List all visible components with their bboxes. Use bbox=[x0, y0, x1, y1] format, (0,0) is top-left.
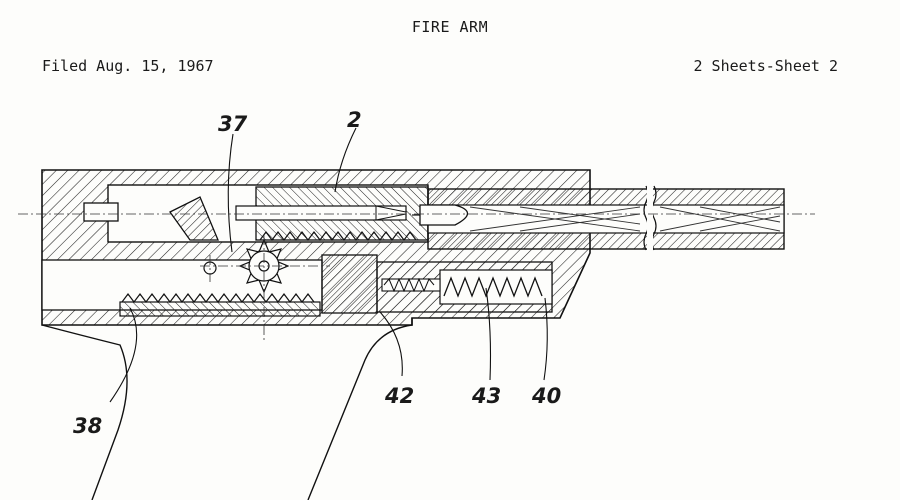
barrel bbox=[427, 185, 785, 252]
sheet-title: FIRE ARM bbox=[411, 18, 489, 36]
slide-block bbox=[235, 186, 429, 241]
lower-rack bbox=[119, 293, 321, 317]
ref-numeral-38: 38 bbox=[73, 414, 103, 438]
trigger-block bbox=[321, 254, 378, 314]
sheet-number: 2 Sheets-Sheet 2 bbox=[693, 57, 839, 75]
ref-numeral-2: 2 bbox=[347, 108, 362, 132]
center-lines bbox=[18, 213, 815, 340]
ref-numeral-37: 37 bbox=[218, 112, 248, 136]
cam-lever bbox=[169, 196, 219, 241]
ref-numeral-40: 40 bbox=[532, 384, 562, 408]
rear-pin bbox=[83, 202, 119, 222]
upper-rack bbox=[259, 231, 417, 241]
ref-numeral-43: 43 bbox=[472, 384, 502, 408]
small-spring bbox=[383, 277, 435, 293]
ref-numeral-42: 42 bbox=[385, 384, 415, 408]
spring-housing bbox=[376, 261, 553, 313]
return-spring bbox=[443, 276, 543, 298]
grip-outline bbox=[41, 318, 413, 500]
filing-date: Filed Aug. 15, 1967 bbox=[42, 57, 214, 75]
leader-lines bbox=[109, 127, 548, 403]
cartridge bbox=[412, 204, 469, 226]
